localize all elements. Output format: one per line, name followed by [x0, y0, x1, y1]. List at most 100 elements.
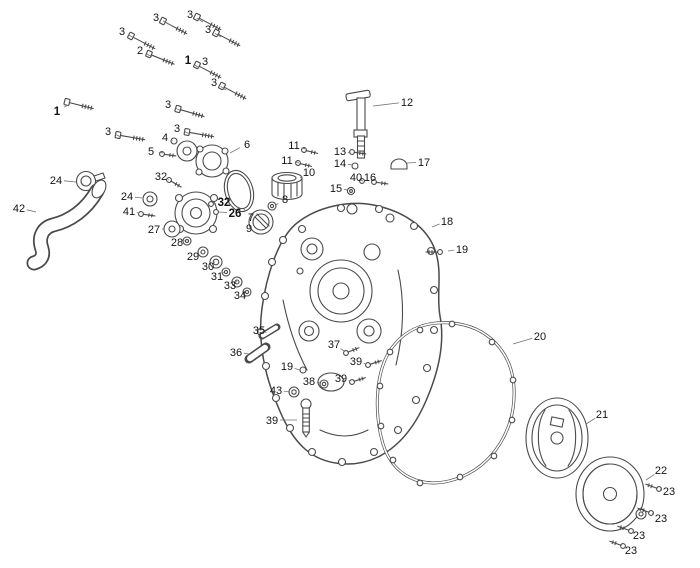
callout-leader-line — [360, 179, 364, 182]
part-number-label: 43 — [270, 385, 282, 397]
part-number-label: 23 — [633, 530, 645, 542]
part-number-label: 30 — [202, 261, 214, 273]
part-number-label: 7 — [248, 212, 254, 224]
part-number-label: 3 — [105, 126, 111, 138]
callout-leader-line — [63, 103, 71, 108]
part-number-label: 34 — [234, 290, 246, 302]
part-number-label: 23 — [625, 545, 637, 557]
callout-leader-line — [348, 380, 351, 382]
callout-leader-line — [26, 209, 37, 213]
part-number-label: 3 — [205, 24, 211, 36]
part-number-label: 9 — [246, 223, 252, 235]
callout-leader-line — [406, 162, 417, 164]
callout-leader-line — [447, 249, 455, 252]
part-number-label: 27 — [148, 224, 160, 236]
callout-leader-line — [243, 208, 247, 212]
part-number-label: 2 — [137, 45, 143, 57]
callout-leader-line — [651, 512, 655, 515]
part-number-label: 38 — [303, 376, 315, 388]
callout-leader-line — [220, 86, 227, 91]
callout-leader-line — [134, 196, 143, 199]
callout-leader-line — [158, 151, 164, 154]
callout-leader-line — [343, 189, 348, 191]
part-number-label: 11 — [281, 155, 292, 167]
part-number-label: 32 — [218, 197, 231, 209]
callout-leader-line — [264, 331, 267, 333]
callout-leader-line — [162, 20, 173, 27]
oil-filter-rotor-drawing — [223, 169, 303, 235]
lower-small-parts-drawing — [244, 323, 383, 438]
part-number-label: 22 — [655, 465, 667, 477]
part-number-label: 37 — [328, 339, 340, 351]
callout-leader-line — [63, 180, 77, 183]
part-number-label: 39 — [266, 415, 278, 427]
part-number-label: 21 — [596, 409, 608, 421]
cover-gasket-drawing — [375, 320, 517, 487]
callout-leader-line — [347, 163, 353, 166]
part-number-label: 3 — [153, 12, 159, 24]
brake-panel-drawing — [525, 397, 589, 479]
callout-leader-line — [214, 32, 222, 38]
part-number-label: 16 — [364, 172, 376, 184]
part-number-label: 6 — [244, 139, 250, 151]
part-number-label: 8 — [282, 194, 288, 206]
callout-leader-line — [212, 261, 216, 264]
part-number-label: 3 — [119, 26, 125, 38]
kickstart-spindle-drawing — [345, 89, 371, 159]
part-number-label: 13 — [334, 146, 346, 158]
callout-leader-line — [194, 64, 200, 69]
part-number-label: 39 — [335, 373, 347, 385]
part-number-label: 19 — [281, 361, 293, 373]
part-number-label: 15 — [330, 183, 342, 195]
callout-leader-line — [196, 17, 204, 23]
drain-bolt-drawing — [300, 398, 312, 438]
callout-leader-line — [512, 337, 533, 345]
cover-mounting-bolts-drawing — [63, 12, 248, 144]
part-number-label: 40 — [350, 172, 362, 184]
callout-leader-line — [275, 203, 279, 206]
part-number-label: 3 — [165, 99, 171, 111]
part-number-label: 24 — [50, 175, 62, 187]
part-number-label: 12 — [401, 97, 413, 109]
part-number-label: 42 — [13, 203, 25, 215]
small-hardware-drawing — [294, 146, 408, 196]
part-number-label: 32 — [155, 171, 167, 183]
callout-leader-line — [283, 390, 291, 393]
callout-leader-line — [212, 203, 217, 205]
part-number-label: 1 — [54, 106, 61, 118]
part-number-label: 33 — [224, 280, 236, 292]
callout-leader-line — [146, 53, 153, 58]
callout-leader-line — [222, 272, 225, 274]
part-number-label: 23 — [655, 513, 667, 525]
callout-leader-line — [585, 417, 596, 425]
callout-leader-line — [294, 161, 300, 164]
part-number-label: 14 — [334, 158, 346, 170]
callout-leader-line — [243, 352, 250, 355]
part-number-label: 24 — [121, 191, 133, 203]
callout-leader-line — [340, 348, 345, 352]
callout-leader-line — [645, 474, 655, 481]
callout-leader-line — [243, 289, 247, 293]
part-number-label: 19 — [456, 244, 468, 256]
part-number-label: 41 — [123, 206, 135, 218]
part-number-label: 23 — [663, 486, 675, 498]
callout-leader-line — [316, 381, 322, 384]
part-number-label: 18 — [441, 216, 453, 228]
part-number-label: 3 — [211, 77, 217, 89]
part-number-label: 3 — [202, 56, 208, 68]
callout-leader-line — [115, 134, 122, 138]
callout-leader-line — [174, 107, 182, 112]
callout-leader-line — [218, 211, 228, 213]
callout-leader-line — [128, 34, 137, 40]
callout-leader-line — [229, 147, 241, 154]
water-hose-drawing — [26, 179, 107, 271]
part-number-label: 3 — [174, 123, 180, 135]
part-number-label: 1 — [185, 55, 192, 67]
part-number-label: 3 — [187, 9, 193, 21]
part-number-label: 11 — [288, 140, 299, 152]
part-number-label: 31 — [211, 271, 223, 283]
brake-disc-cover-drawing — [575, 456, 663, 550]
